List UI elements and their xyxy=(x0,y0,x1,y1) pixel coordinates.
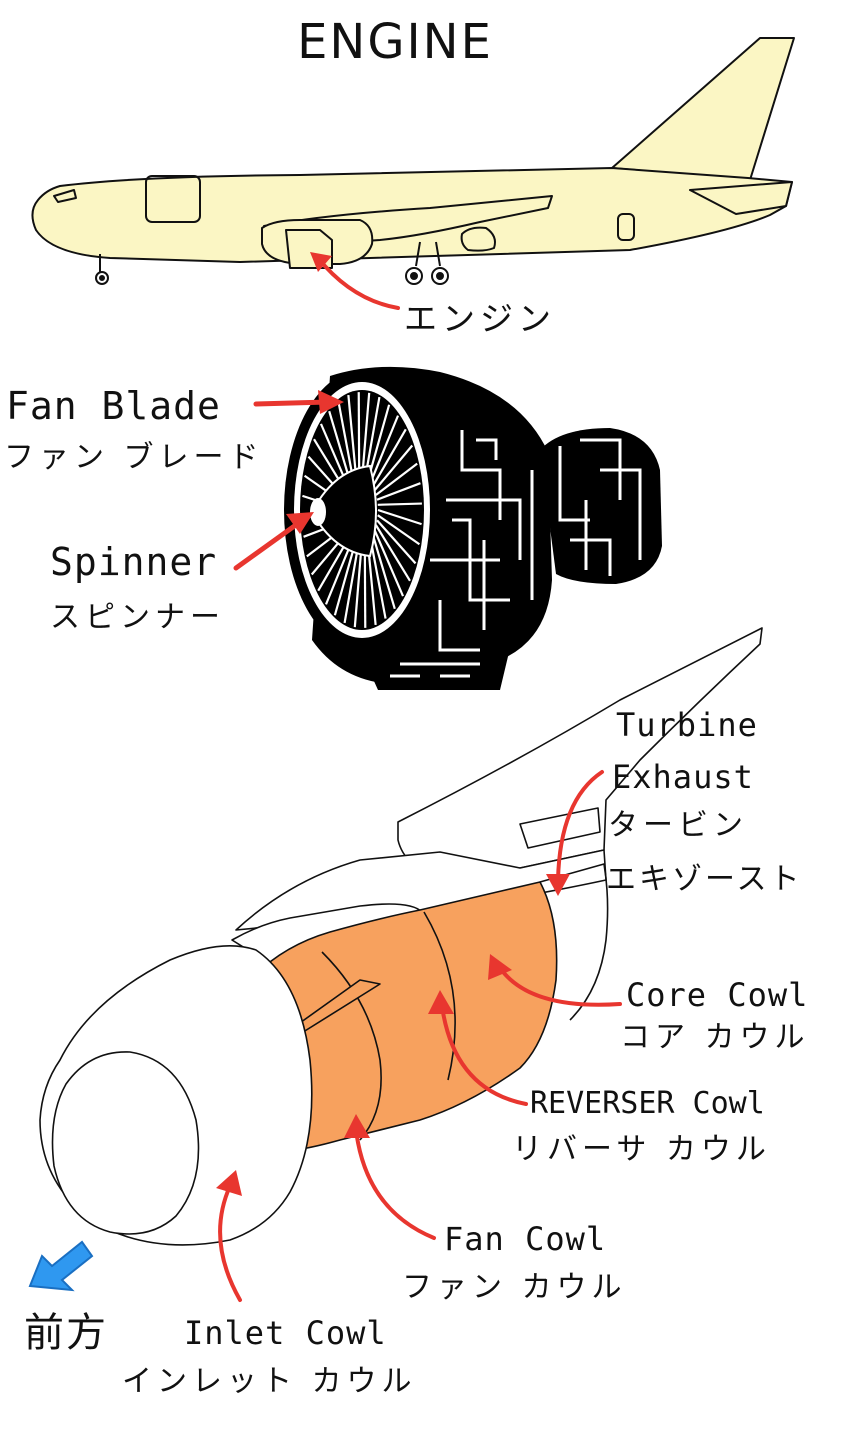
turbofan-engine-illustration xyxy=(284,366,662,690)
fan-blade-line xyxy=(376,482,421,501)
fan-cowl-arrow xyxy=(354,1128,436,1240)
fan-blade-line xyxy=(373,444,414,492)
inlet-cowl-label-jp: インレット カウル xyxy=(122,1364,417,1399)
engine-label-jp: エンジン xyxy=(404,299,556,338)
fan-blade-label-jp: ファン ブレード xyxy=(4,440,264,475)
fan-cowl-label-en: Fan Cowl xyxy=(444,1220,607,1258)
fan-blade-arrow xyxy=(253,399,331,407)
airplane-illustration xyxy=(31,37,795,285)
fan-blade-line xyxy=(376,519,417,565)
turbine-exhaust-label-en-1: Turbine xyxy=(616,706,758,744)
engine-arrow xyxy=(316,256,400,310)
reverser-cowl-arrow xyxy=(440,1004,528,1106)
core-cowl-label-en: Core Cowl xyxy=(626,976,809,1014)
inlet-cowl-label-en: Inlet Cowl xyxy=(184,1314,387,1352)
fan-blade-line xyxy=(377,508,422,526)
page-title: ENGINE xyxy=(297,14,493,70)
fan-blade-line xyxy=(347,394,358,482)
spinner-label-en: Spinner xyxy=(50,540,218,584)
inlet-cowl-arrow xyxy=(218,1184,242,1302)
fan-blade-label-en: Fan Blade xyxy=(6,384,221,428)
fan-blade-line xyxy=(360,392,371,481)
fan-blade-line xyxy=(377,514,421,546)
reverser-cowl-label-en: REVERSER Cowl xyxy=(530,1086,765,1121)
turbine-exhaust-label-jp-1: タービン xyxy=(608,808,748,843)
core-cowl-arrow xyxy=(498,966,622,1007)
reverser-cowl-label-jp: リバーサ カウル xyxy=(512,1132,771,1167)
forward-label: 前方 xyxy=(24,1310,108,1356)
spinner-arrow xyxy=(233,519,303,571)
fan-cowl-label-jp: ファン カウル xyxy=(402,1270,627,1305)
fan-blade-line xyxy=(373,528,405,597)
turbine-exhaust-label-jp-2: エキゾースト xyxy=(606,862,803,897)
fan-blade-line xyxy=(375,462,418,496)
turbine-exhaust-arrow xyxy=(556,770,604,882)
spinner-label-jp: スピンナー xyxy=(50,600,225,635)
fan-blade-line xyxy=(371,532,396,610)
fan-blade-line xyxy=(377,502,422,506)
fan-blade-line xyxy=(374,524,411,582)
core-cowl-label-jp: コア カウル xyxy=(620,1020,810,1055)
fan-blade-line xyxy=(368,415,400,485)
fan-blade-line xyxy=(371,428,407,488)
arrow-down-left-icon xyxy=(28,1240,94,1292)
turbine-exhaust-label-en-2: Exhaust xyxy=(612,758,754,796)
